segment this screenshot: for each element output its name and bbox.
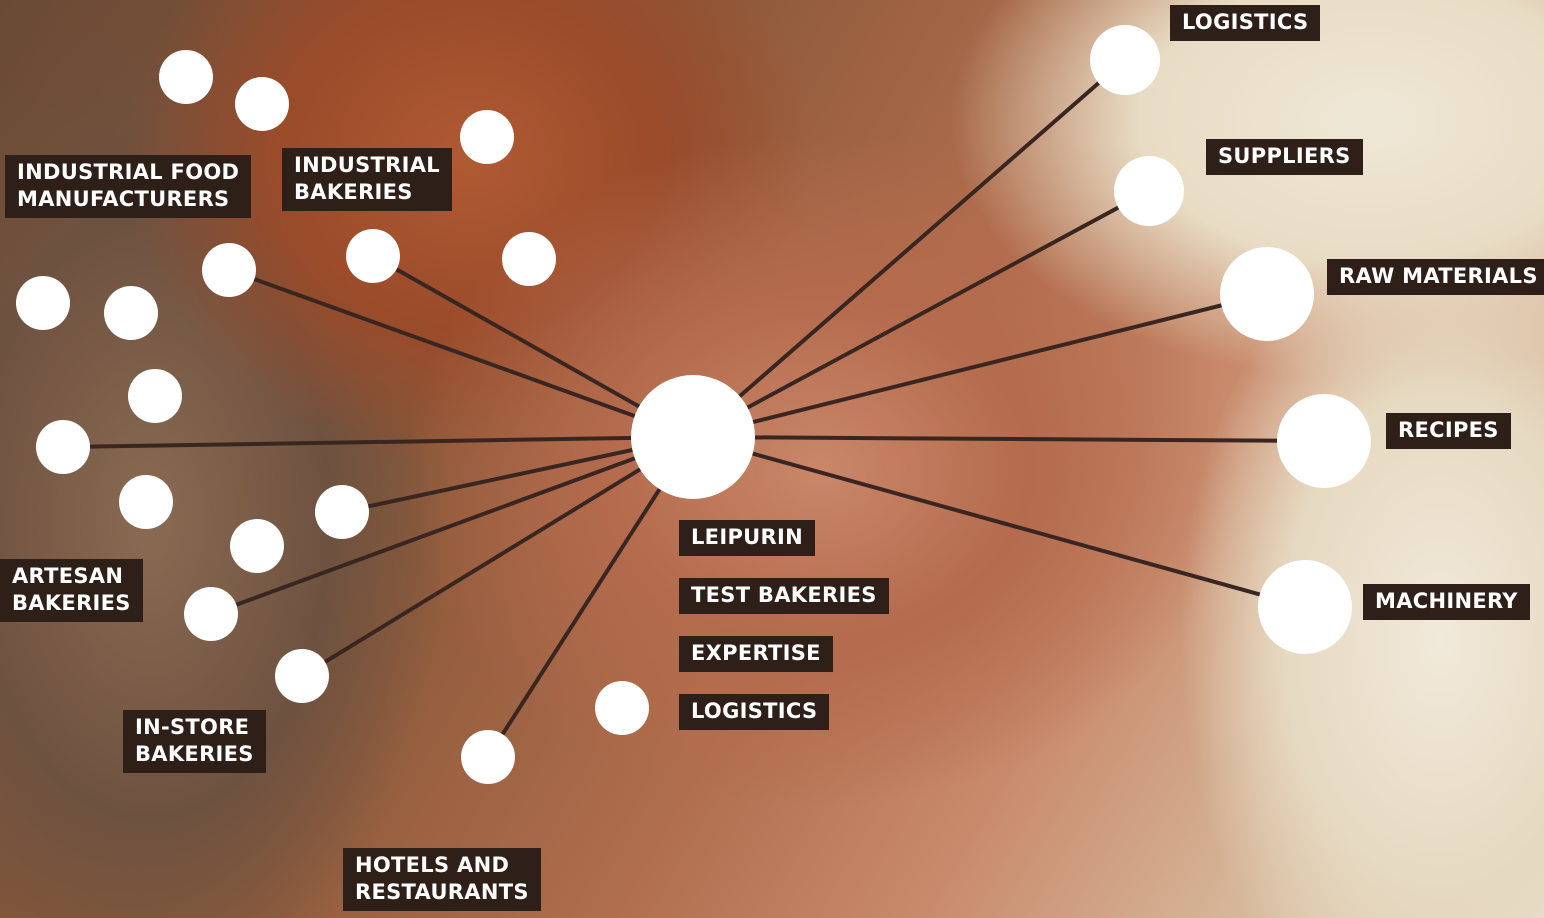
node-raw-materials [1220, 247, 1314, 341]
node-far-left-link [36, 420, 90, 474]
label-logistics: LOGISTICS [1170, 5, 1320, 41]
node-suppliers [1114, 156, 1184, 226]
link-node-recipes [693, 437, 1324, 441]
node-industrial-bakeries-link [346, 229, 400, 283]
node-in-store-link [275, 649, 329, 703]
node-hotels-link [461, 730, 515, 784]
node-industrial-food-link [202, 243, 256, 297]
node-machinery [1258, 560, 1352, 654]
label-artesan-bakeries: ARTESAN BAKERIES [0, 559, 143, 622]
node-artesan-2 [230, 519, 284, 573]
node-hub-side [595, 681, 649, 735]
node-recipes [1277, 394, 1371, 488]
node-left-1 [16, 276, 70, 330]
label-recipes: RECIPES [1386, 413, 1511, 449]
label-hotels-and-restaurants: HOTELS AND RESTAURANTS [343, 848, 541, 911]
link-node-in-store-link [302, 437, 693, 676]
label-hub-logistics: LOGISTICS [679, 694, 829, 730]
node-artesan-link-3 [184, 587, 238, 641]
node-artesan-link-1 [315, 485, 369, 539]
link-node-suppliers [693, 191, 1149, 437]
node-top-left-2 [235, 77, 289, 131]
link-node-logistics [693, 60, 1125, 437]
label-expertise: EXPERTISE [679, 636, 833, 672]
node-logistics [1090, 25, 1160, 95]
label-machinery: MACHINERY [1363, 584, 1530, 620]
link-node-raw-materials [693, 294, 1267, 437]
link-node-industrial-food-link [229, 270, 693, 437]
label-industrial-bakeries: INDUSTRIAL BAKERIES [282, 148, 452, 211]
node-left-2 [104, 286, 158, 340]
link-node-artesan-link-3 [211, 437, 693, 614]
label-industrial-food-manufacturers: INDUSTRIAL FOOD MANUFACTURERS [5, 155, 251, 218]
label-leipurin: LEIPURIN [679, 520, 815, 556]
label-test-bakeries: TEST BAKERIES [679, 578, 889, 614]
node-industrial-bakeries-top [460, 110, 514, 164]
label-suppliers: SUPPLIERS [1206, 139, 1363, 175]
hub-node [631, 375, 755, 499]
link-node-far-left-link [63, 437, 693, 447]
label-in-store-bakeries: IN-STORE BAKERIES [123, 710, 266, 773]
node-top-left-1 [159, 50, 213, 104]
label-raw-materials: RAW MATERIALS [1327, 259, 1544, 295]
node-left-4 [119, 475, 173, 529]
node-mid-upper [502, 232, 556, 286]
node-left-3 [128, 369, 182, 423]
